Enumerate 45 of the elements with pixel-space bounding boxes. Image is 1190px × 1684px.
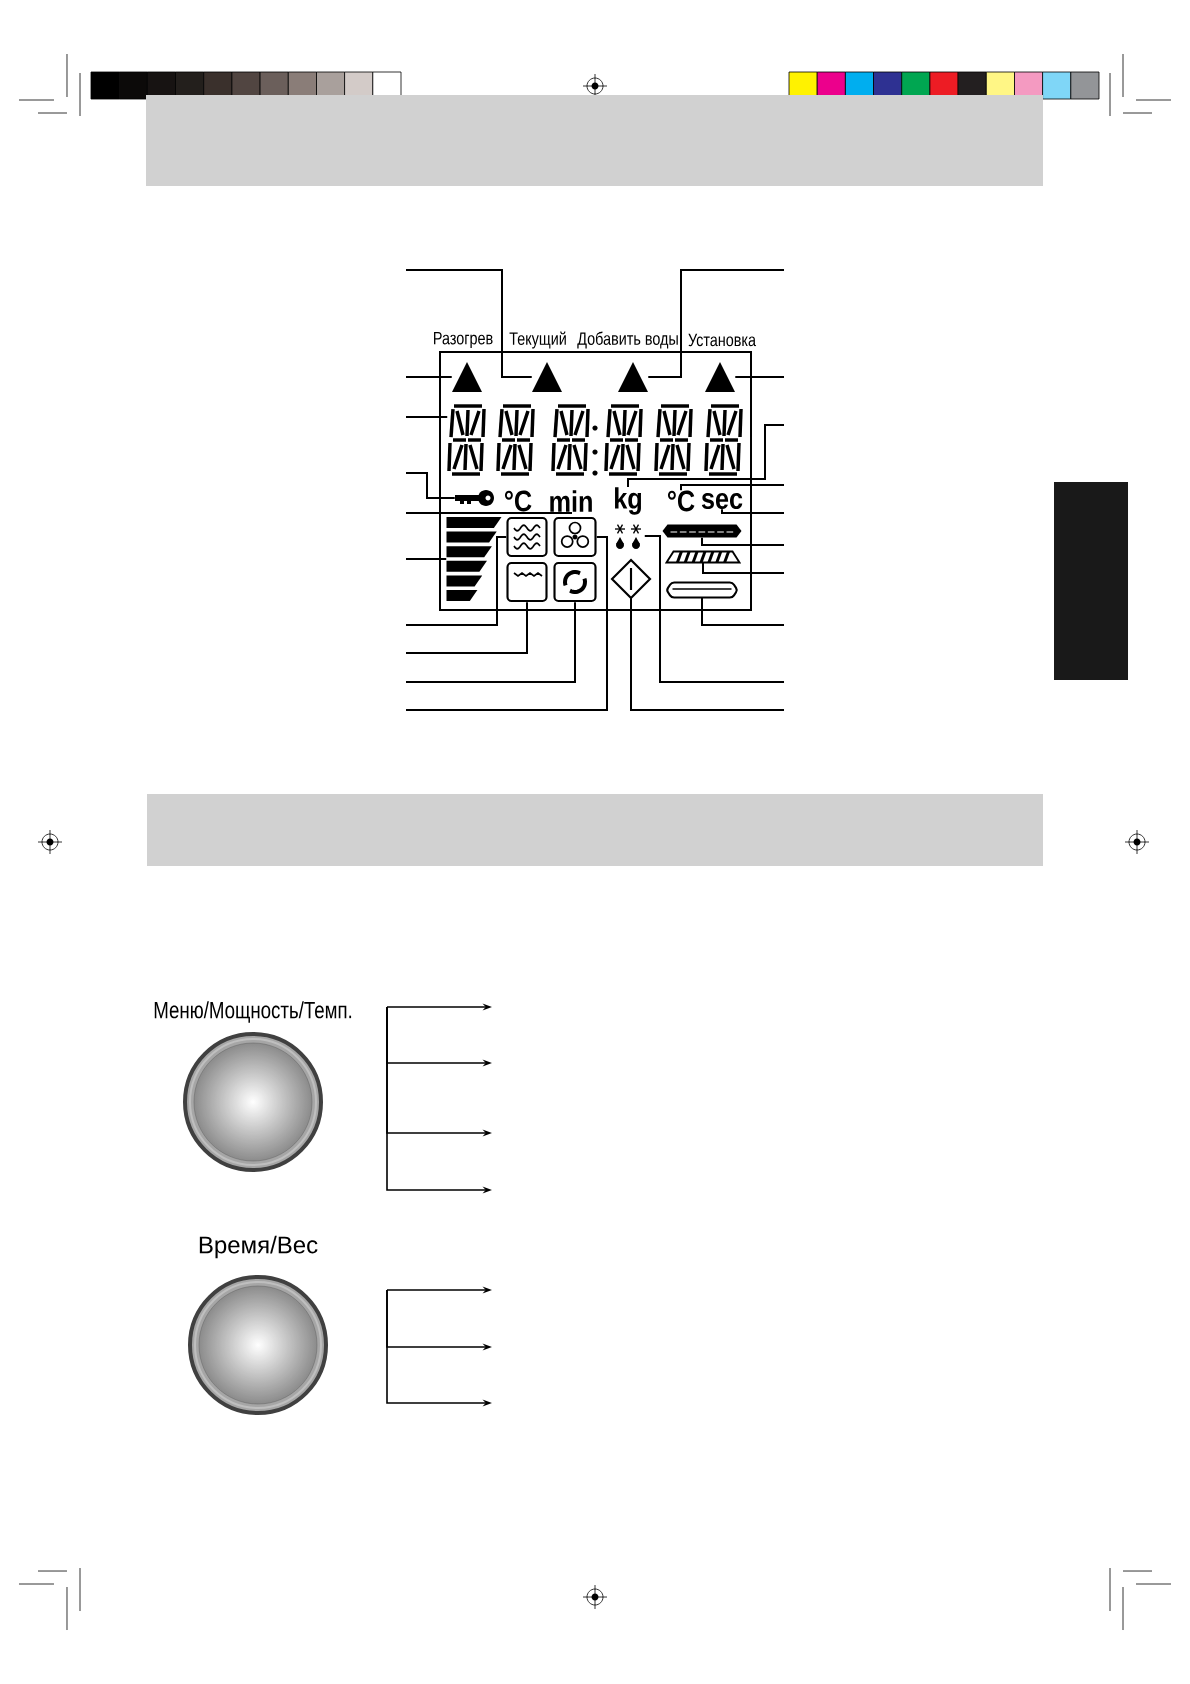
unit-label: min (550, 490, 592, 512)
tray-icon (662, 524, 742, 538)
leader-line (701, 536, 785, 546)
leader-line (721, 508, 785, 514)
leader-line (405, 269, 533, 378)
fan-icon (553, 516, 597, 558)
leader-line (734, 376, 785, 378)
leader-line (405, 472, 456, 499)
grill-icon (506, 561, 548, 603)
swirl-icon (553, 561, 597, 603)
unit-label: kg (615, 487, 642, 515)
heading-band (147, 794, 1043, 866)
indicator-label: Добавить воды (577, 331, 678, 349)
leader-line (680, 484, 785, 492)
unit-label: sec (701, 492, 743, 510)
leader-line (405, 416, 449, 418)
leader-line (702, 561, 785, 574)
diamond-icon (610, 558, 652, 600)
digit-display (447, 404, 743, 476)
leader-line (405, 536, 608, 711)
leader-line (627, 424, 785, 488)
leader-line (701, 596, 785, 626)
key-icon (455, 490, 494, 506)
leader-line (630, 597, 785, 711)
heading-band (146, 95, 1043, 186)
unit-label: °C (504, 490, 532, 512)
indicator-label: Установка (688, 333, 756, 347)
leader-line (405, 376, 453, 378)
leader-line (405, 558, 448, 560)
indicator-label: Текущий (509, 331, 566, 349)
level-bars (446, 517, 502, 601)
leader-line (643, 535, 785, 683)
dial-label: Меню/Мощность/Темп. (154, 1001, 352, 1023)
leader-line (405, 601, 576, 683)
leader-line (647, 269, 785, 378)
dial-label: Время/Вес (199, 1235, 318, 1259)
leader-line (405, 536, 508, 626)
indicator-label: Разогрев (434, 331, 493, 349)
tray-icon (666, 581, 738, 599)
snowflake-drops-icon (614, 524, 642, 549)
section-tab (1054, 482, 1128, 680)
waves-icon (506, 516, 548, 558)
unit-label: °C (667, 490, 695, 512)
leader-line (405, 601, 528, 654)
leader-line (405, 510, 572, 514)
